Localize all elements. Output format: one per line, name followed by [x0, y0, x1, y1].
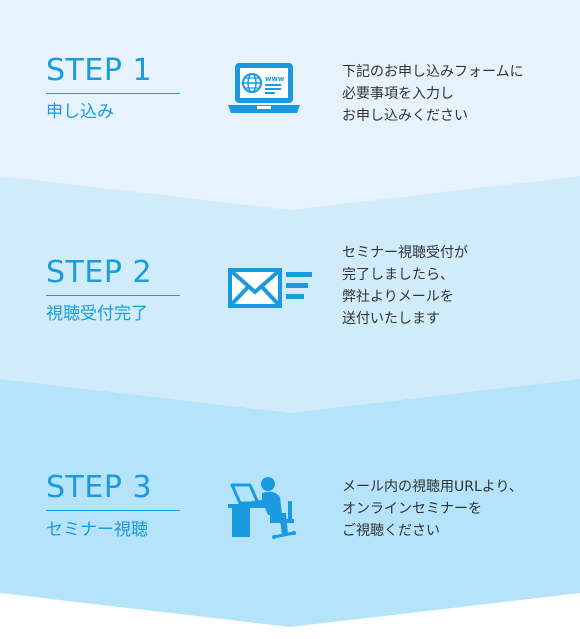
laptop-www-label: www: [265, 75, 285, 83]
person-at-computer-icon: [228, 475, 304, 543]
step-1-title: STEP 1: [46, 53, 153, 88]
step-2-line-4: 送付いたします: [342, 311, 440, 327]
step-3-line-2: オンラインセミナーを: [342, 501, 482, 517]
step-2-line-1: セミナー視聴受付が: [342, 245, 468, 261]
step-2-line-2: 完了しましたら、: [342, 267, 454, 283]
step-2-title: STEP 2: [46, 255, 153, 290]
step-3-title: STEP 3: [46, 470, 153, 505]
step-2-description: セミナー視聴受付が 完了しましたら、 弊社よりメールを 送付いたします: [342, 242, 468, 330]
step-1: STEP 1 申し込み www 下記のお申し込みフォームに 必要事項を入力し お…: [0, 0, 580, 215]
step-3-description: メール内の視聴用URLより、 オンラインセミナーを ご視聴ください: [342, 476, 523, 542]
step-2-subtitle: 視聴受付完了: [46, 304, 148, 324]
step-1-divider: [46, 93, 180, 94]
step-3-line-1: メール内の視聴用URLより、: [342, 479, 523, 495]
step-3: STEP 3 セミナー視聴 メール内の視聴用URLより、 オンラインセミナーを: [0, 379, 580, 639]
step-1-line-2: 必要事項を入力し: [342, 86, 454, 102]
step-3-divider: [46, 510, 180, 511]
step-2-divider: [46, 295, 180, 296]
step-1-description: 下記のお申し込みフォームに 必要事項を入力し お申し込みください: [342, 61, 524, 127]
step-2: STEP 2 視聴受付完了 セミナー視聴受付が 完了しましたら、 弊社よりメール…: [0, 176, 580, 416]
step-3-line-3: ご視聴ください: [342, 523, 440, 539]
step-1-line-3: お申し込みください: [342, 108, 468, 124]
step-3-subtitle: セミナー視聴: [46, 520, 148, 540]
laptop-www-icon: www: [228, 62, 300, 120]
step-1-subtitle: 申し込み: [46, 102, 114, 122]
step-2-line-3: 弊社よりメールを: [342, 289, 454, 305]
mail-sending-icon: [228, 267, 316, 313]
step-1-line-1: 下記のお申し込みフォームに: [342, 64, 524, 80]
